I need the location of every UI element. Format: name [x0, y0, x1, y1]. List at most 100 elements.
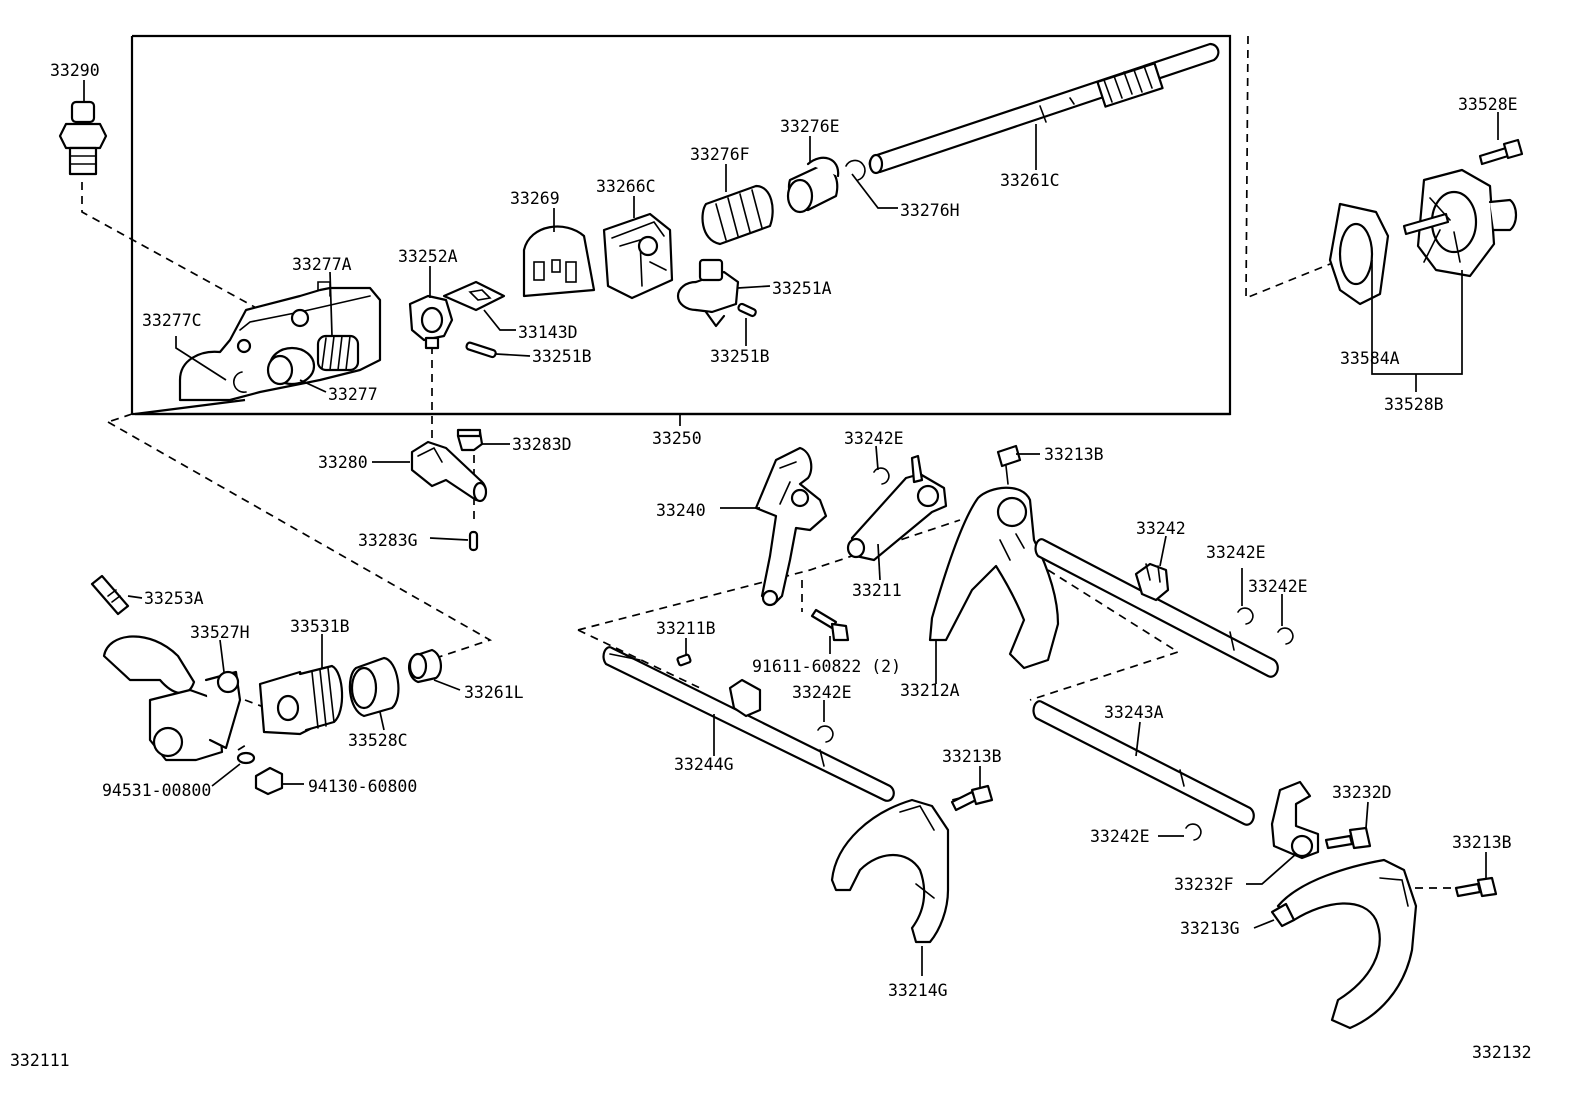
label-33261C: 33261C [1000, 171, 1060, 190]
part-labels: 33290 33277A 33277C 33277 33252A 33143D … [10, 61, 1532, 1070]
part-33212A-fork [928, 486, 1060, 670]
part-33283D-plug [456, 428, 484, 452]
part-33211-lever [846, 454, 948, 562]
label-33251B-2: 33251B [710, 347, 770, 366]
label-94130-60800: 94130-60800 [308, 777, 417, 796]
label-33277: 33277 [328, 385, 378, 404]
part-33277C-snapring [233, 371, 247, 393]
label-332111: 332111 [10, 1051, 70, 1070]
label-33250: 33250 [652, 429, 702, 448]
label-33213B-b: 33213B [942, 747, 1002, 766]
label-33261L: 33261L [464, 683, 524, 702]
part-33266C-block [602, 212, 674, 300]
label-33283D: 33283D [512, 435, 572, 454]
label-33584A: 33584A [1340, 349, 1400, 368]
part-33283G-pin [468, 530, 479, 552]
label-33243A: 33243A [1104, 703, 1164, 722]
part-housing-33277C [178, 281, 382, 402]
part-33243A-shaft [1032, 700, 1255, 826]
part-33528C-bushing [348, 656, 400, 718]
part-33528E-bolt [1478, 138, 1524, 166]
label-33232D: 33232D [1332, 783, 1392, 802]
label-33244G: 33244G [674, 755, 734, 774]
part-33251B-pin-2 [737, 302, 757, 318]
part-33531B-boot [258, 664, 344, 736]
label-33242E-a: 33242E [844, 429, 904, 448]
part-33528B-cover [1402, 168, 1518, 278]
part-33240-lever [754, 446, 828, 607]
part-33242E-clip-c [1237, 607, 1254, 625]
part-33242E-clip-b [817, 725, 834, 743]
part-94531-washer [236, 751, 256, 765]
part-33276F-spring [701, 184, 774, 246]
part-33527H-lever [102, 635, 242, 762]
part-33244G-shaft [602, 646, 895, 802]
label-33213B-a: 33213B [1044, 445, 1104, 464]
part-33261C-shaft [868, 42, 1220, 175]
part-33277-bushing [266, 346, 316, 386]
label-33266C: 33266C [596, 177, 656, 196]
label-33211B: 33211B [656, 619, 716, 638]
dashed-guides [81, 35, 1460, 889]
label-332132: 332132 [1472, 1043, 1532, 1062]
label-33211: 33211 [852, 581, 902, 600]
part-33242E-clip-a [873, 467, 890, 485]
part-33242E-clip-d [1277, 627, 1294, 645]
label-33531B: 33531B [290, 617, 350, 636]
part-33290-switch [58, 100, 108, 176]
label-33269: 33269 [510, 189, 560, 208]
label-33213G: 33213G [1180, 919, 1240, 938]
label-33232F: 33232F [1174, 875, 1234, 894]
label-33283G: 33283G [358, 531, 418, 550]
part-33261L-bushing [408, 648, 442, 684]
part-33242E-clip-e [1185, 823, 1202, 841]
label-33251A: 33251A [772, 279, 832, 298]
part-33251B-pin [465, 341, 497, 359]
part-33253A-stud [90, 574, 130, 616]
part-33214G-fork [830, 798, 950, 944]
part-33280-shaft [410, 440, 488, 503]
label-33528B: 33528B [1384, 395, 1444, 414]
part-33276E-bushing [786, 156, 840, 214]
label-33212A: 33212A [900, 681, 960, 700]
part-33232D-bolt [1324, 826, 1372, 850]
part-33213G-fork [1270, 858, 1418, 1030]
label-33240: 33240 [656, 501, 706, 520]
part-33252A-collar [408, 294, 454, 350]
label-94531-00800: 94531-00800 [102, 781, 211, 800]
label-91611-60822: 91611-60822 (2) [752, 657, 901, 676]
label-33527H: 33527H [190, 623, 250, 642]
label-33143D: 33143D [518, 323, 578, 342]
label-33280: 33280 [318, 453, 368, 472]
label-33528E: 33528E [1458, 95, 1518, 114]
label-33251B: 33251B [532, 347, 592, 366]
label-33276H: 33276H [900, 201, 960, 220]
label-33528C: 33528C [348, 731, 408, 750]
label-33252A: 33252A [398, 247, 458, 266]
part-33277A-spring [316, 334, 360, 372]
part-33213B-bolt-a [996, 444, 1022, 485]
label-33242: 33242 [1136, 519, 1186, 538]
part-33242-shaft [1034, 538, 1279, 678]
label-33277A: 33277A [292, 255, 352, 274]
part-33232F-bracket [1270, 780, 1320, 860]
label-33276F: 33276F [690, 145, 750, 164]
part-33584A-gasket [1328, 202, 1390, 306]
label-33242E-e: 33242E [1090, 827, 1150, 846]
part-33213B-bolt-b [950, 784, 994, 812]
label-33242E-c: 33242E [1206, 543, 1266, 562]
label-33213B-c: 33213B [1452, 833, 1512, 852]
label-33253A: 33253A [144, 589, 204, 608]
label-33242E-b: 33242E [792, 683, 852, 702]
part-33251A-selector [676, 258, 740, 328]
part-91611-bolt [810, 608, 850, 642]
label-33290: 33290 [50, 61, 100, 80]
label-33277C: 33277C [142, 311, 202, 330]
part-33276H-ring [845, 159, 866, 181]
leader-lines [83, 80, 1499, 976]
part-94130-nut [254, 766, 284, 796]
part-33269-plate [522, 225, 596, 298]
part-33213B-bolt-c [1454, 876, 1498, 898]
